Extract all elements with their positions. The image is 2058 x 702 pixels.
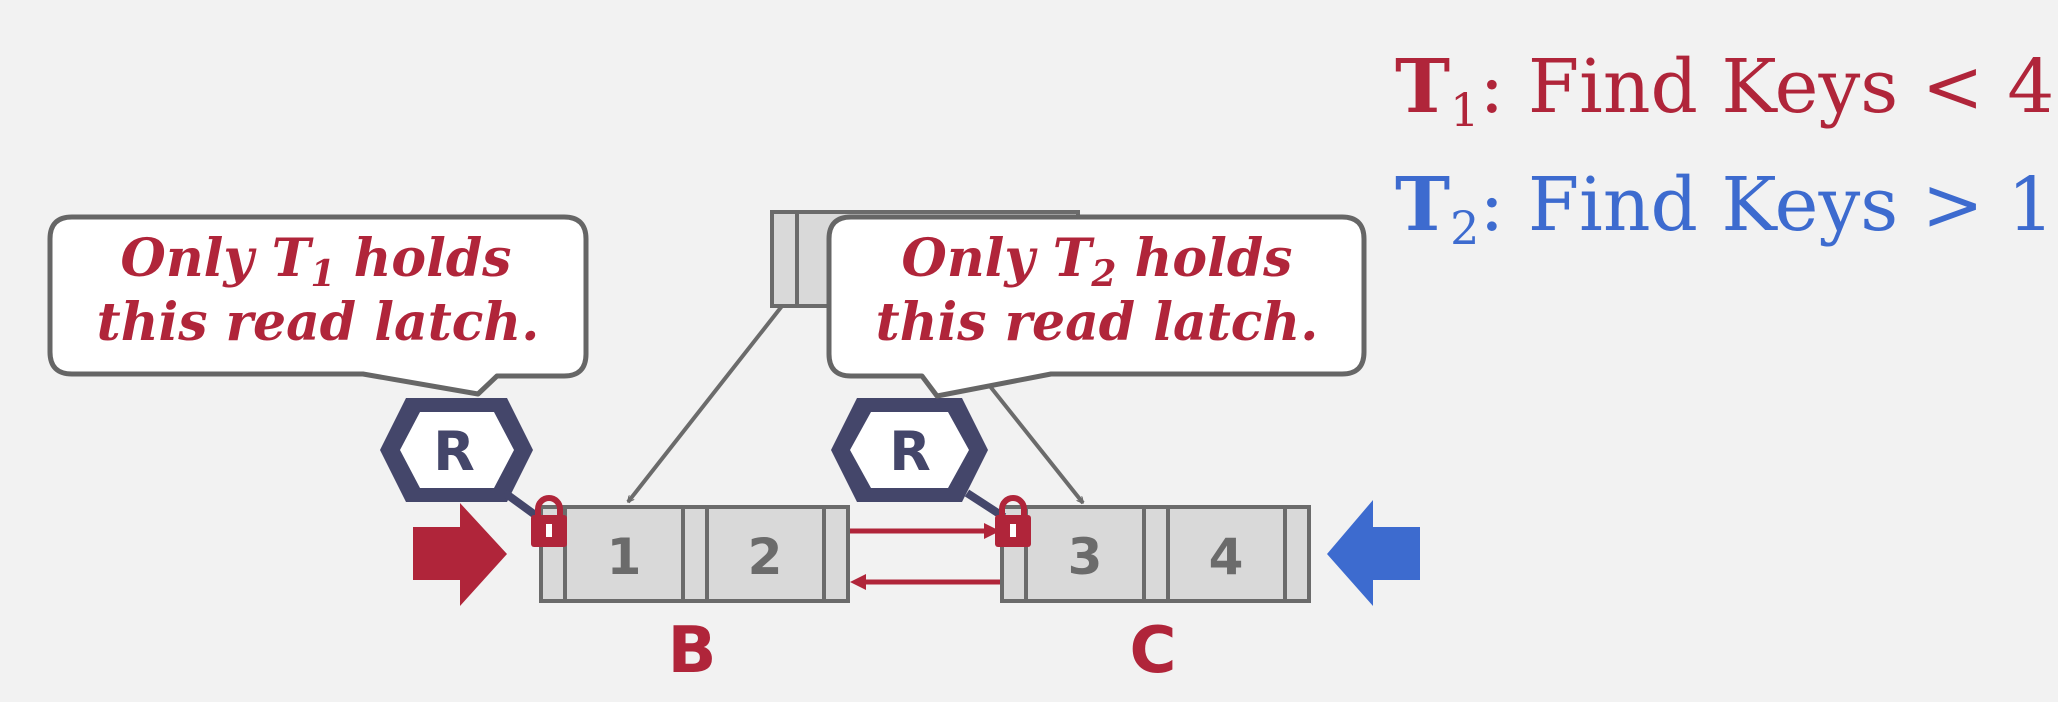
leaf-node-c: 3 4 <box>1000 505 1311 603</box>
t2-arrow <box>1327 500 1420 606</box>
legend-t1: T1: Find Keys < 4 <box>1395 44 2054 137</box>
lock-icon <box>531 495 567 547</box>
pointer-to-b <box>626 304 784 502</box>
leaf-c-key-3: 3 <box>1068 528 1103 586</box>
leaf-b-label: B <box>668 614 717 688</box>
callout-left-line2: this read latch. <box>97 292 540 353</box>
callout-right-line1: Only T2 holds <box>902 228 1293 295</box>
sibling-pointer-b-to-c <box>850 523 1000 539</box>
read-latch-left: R <box>380 398 541 521</box>
legend-t2: T2: Find Keys > 1 <box>1395 162 2054 255</box>
leaf-node-b: 1 2 <box>539 505 850 603</box>
leaf-b-key-2: 2 <box>748 528 783 586</box>
callout-right: Only T2 holds this read latch. <box>826 214 1367 399</box>
latch-right-letter: R <box>889 420 931 483</box>
leaf-b-key-1: 1 <box>607 528 642 586</box>
lock-icon <box>995 495 1031 547</box>
latch-left-letter: R <box>433 420 475 483</box>
leaf-c-key-4: 4 <box>1209 528 1244 586</box>
callout-left-line1: Only T1 holds <box>121 228 512 295</box>
pointer-to-c <box>983 378 1085 503</box>
callout-right-line2: this read latch. <box>876 292 1319 353</box>
read-latch-right: R <box>831 398 1007 521</box>
t1-arrow <box>413 503 507 606</box>
callout-left: Only T1 holds this read latch. <box>47 214 589 397</box>
leaf-c-label: C <box>1130 614 1177 688</box>
sibling-pointer-c-to-b <box>850 574 1000 590</box>
